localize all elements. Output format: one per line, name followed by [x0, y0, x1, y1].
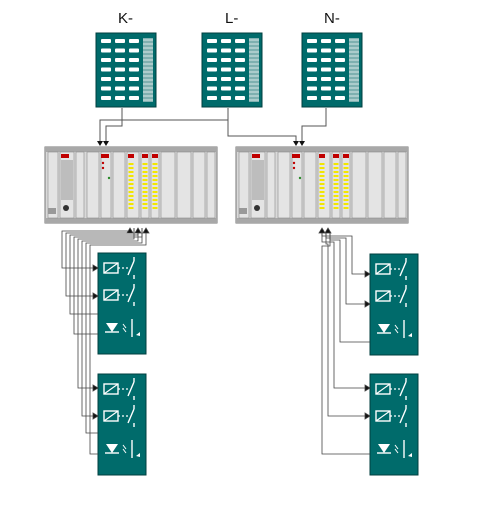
arrow-in-left-2 — [92, 384, 99, 392]
arrow-right-rack-0 — [318, 227, 326, 234]
arrow-left-rack-0 — [126, 227, 134, 234]
wire-right-6 — [321, 232, 370, 455]
label-n: N- — [324, 10, 340, 27]
wire-left-5 — [77, 228, 135, 389]
arrow-in-right-2 — [364, 384, 371, 392]
wire-l-left-rack — [99, 108, 229, 141]
wire-right-3 — [329, 232, 370, 343]
arrow-2 — [103, 141, 109, 146]
arrow-in-left-1 — [92, 292, 99, 300]
wire-right-2 — [325, 232, 370, 305]
wire-right-5 — [325, 232, 370, 417]
wire-k-left-rack — [105, 108, 123, 141]
label-k: K- — [118, 10, 133, 27]
io-device-right-1 — [369, 253, 419, 356]
arrow-in-right-3 — [364, 412, 371, 420]
arrow-in-right-1 — [364, 300, 371, 308]
arrow-3 — [293, 141, 299, 146]
wire-left-8 — [89, 228, 147, 455]
arrow-in-right-0 — [364, 270, 371, 278]
supply-unit-k — [95, 32, 157, 108]
arrow-1 — [97, 141, 103, 146]
wire-n-right-rack — [301, 108, 327, 141]
arrow-4 — [299, 141, 305, 146]
io-device-left-1 — [97, 252, 147, 355]
arrow-left-rack-2 — [142, 227, 150, 234]
plc-rack-left — [44, 146, 218, 224]
supply-unit-n — [301, 32, 363, 108]
plc-rack-right — [235, 146, 409, 224]
arrow-in-left-0 — [92, 264, 99, 272]
label-l: L- — [225, 10, 239, 27]
arrow-left-rack-1 — [134, 227, 142, 234]
wire-left-6 — [81, 228, 139, 417]
arrow-in-left-3 — [92, 412, 99, 420]
io-device-left-2 — [97, 373, 147, 476]
wire-l-right-rack — [227, 108, 297, 141]
supply-unit-l — [201, 32, 263, 108]
arrow-right-rack-1 — [324, 227, 332, 234]
wire-right-4 — [321, 232, 370, 389]
io-device-right-2 — [369, 373, 419, 476]
